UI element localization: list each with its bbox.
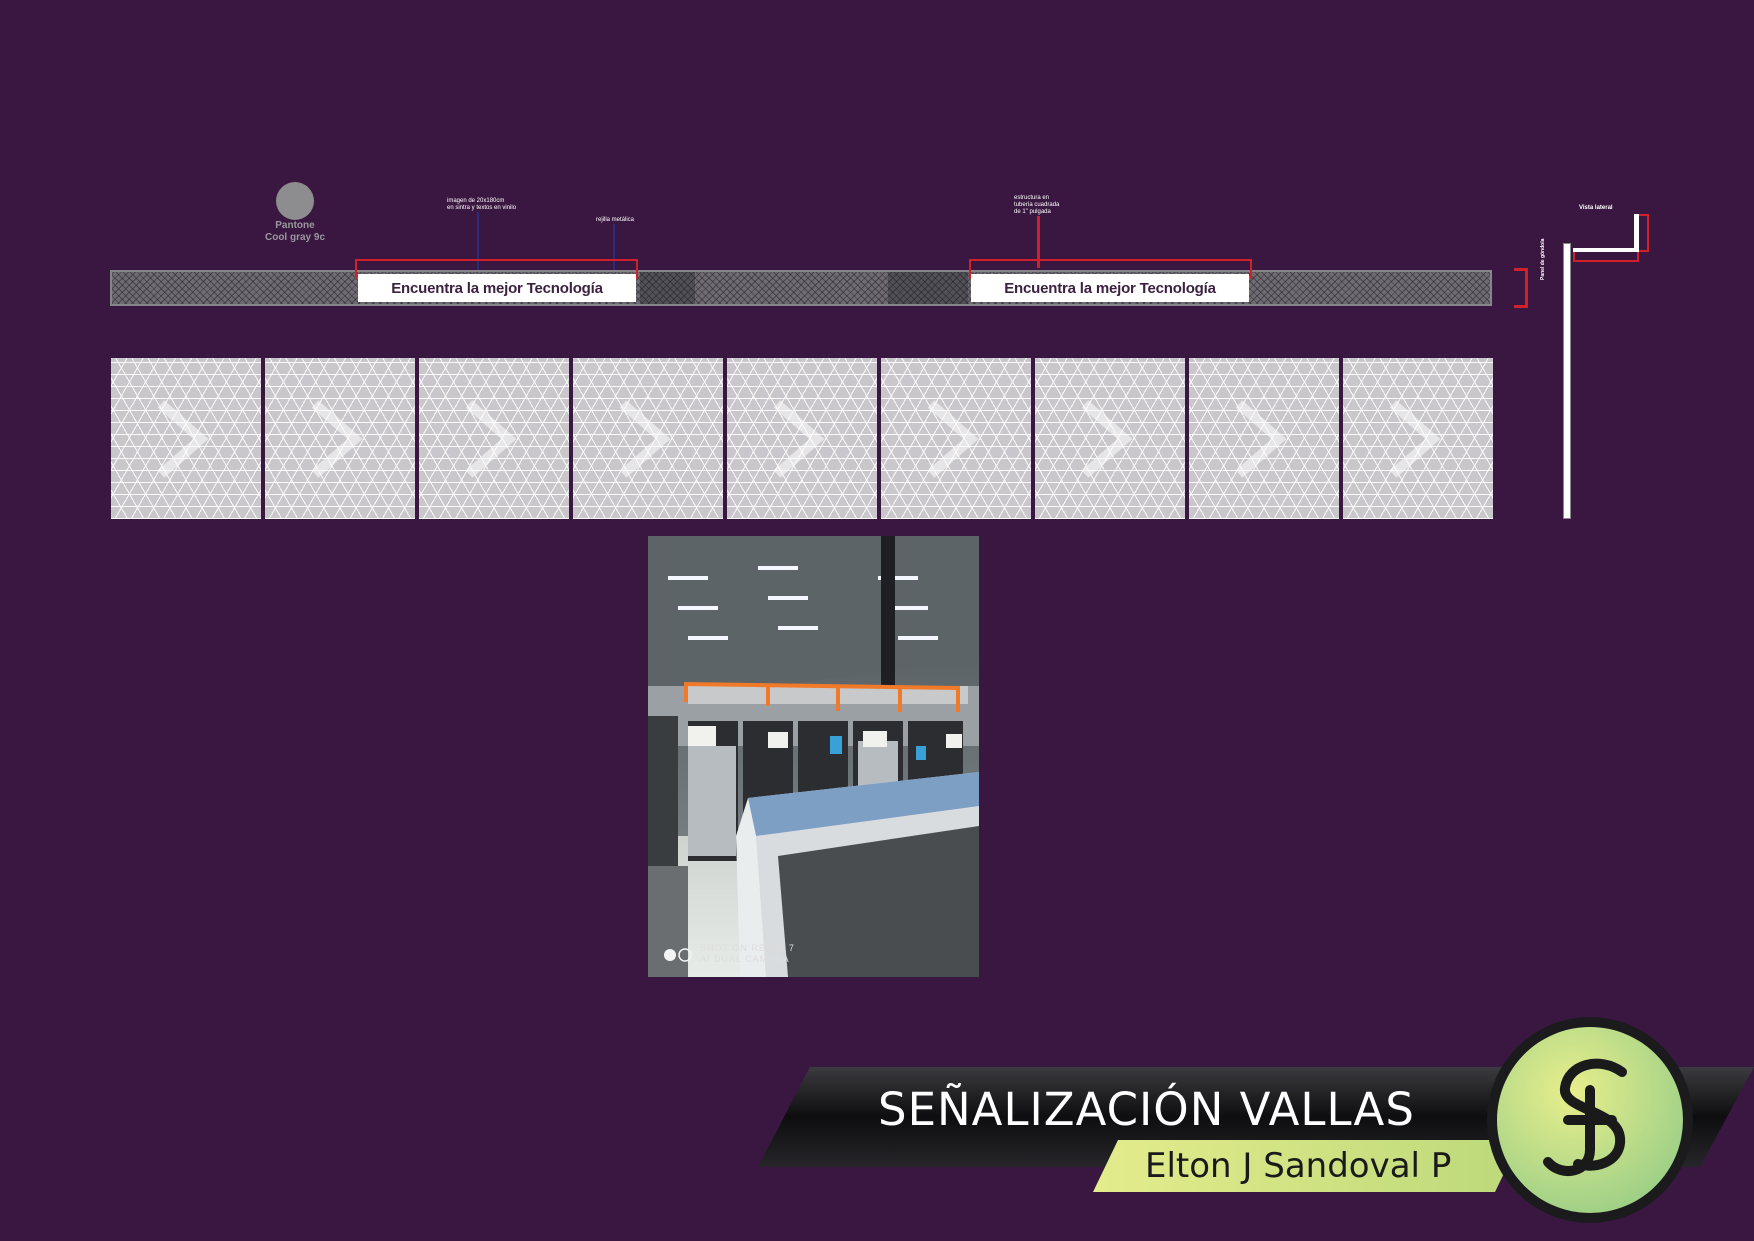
side-view-post — [1563, 243, 1571, 519]
chevron-pattern-icon — [311, 399, 363, 478]
dimension-box-left — [355, 259, 638, 279]
side-view-label: Vista lateral — [1579, 205, 1613, 211]
js-logo-icon — [1543, 1058, 1627, 1176]
grille-panels — [111, 358, 1493, 519]
fence-bar — [110, 270, 1492, 306]
side-view-dimension — [1573, 252, 1639, 262]
page-title: SEÑALIZACIÓN VALLAS — [878, 1083, 1415, 1136]
photo-watermark-line1: SHOT ON REDMI 7 — [700, 943, 795, 953]
fence-shadow-left — [640, 272, 695, 304]
leader-grille — [613, 224, 615, 288]
chevron-pattern-icon — [927, 399, 979, 478]
chevron-pattern-icon — [1081, 399, 1133, 478]
store-photo-illustration — [648, 536, 979, 977]
height-bracket — [1525, 268, 1528, 308]
grille-panel — [1035, 358, 1185, 519]
sign-left: Encuentra la mejor Tecnología — [358, 274, 636, 302]
grille-panel — [1343, 358, 1493, 519]
callout-structure-line3: de 1" pulgada — [1014, 209, 1051, 215]
grille-panel — [1189, 358, 1339, 519]
photo-watermark: SHOT ON REDMI 7 AI DUAL CAMERA — [700, 943, 795, 965]
grille-panel — [881, 358, 1031, 519]
height-bracket-top — [1514, 268, 1526, 271]
leader-image — [477, 212, 479, 278]
sign-right: Encuentra la mejor Tecnología — [971, 274, 1249, 302]
pantone-label: Pantone Cool gray 9c — [255, 220, 335, 244]
callout-image: imagen de 20x180cm en sintra y textos en… — [447, 198, 516, 212]
grille-panel — [419, 358, 569, 519]
side-view-arm — [1573, 248, 1639, 252]
pantone-label-line2: Cool gray 9c — [264, 232, 326, 243]
author-name: Elton J Sandoval P — [1145, 1146, 1452, 1186]
store-photo: SHOT ON REDMI 7 AI DUAL CAMERA — [648, 536, 979, 977]
callout-grille: rejilla metálica — [596, 217, 634, 224]
callout-image-line2: en sintra y textos en vinilo — [447, 205, 517, 211]
pantone-label-line1: Pantone — [275, 220, 315, 231]
height-bracket-bottom — [1514, 305, 1526, 308]
leader-structure — [1037, 216, 1040, 268]
callout-structure: estructura en tubería cuadrada de 1" pul… — [1014, 195, 1059, 216]
callout-structure-line1: estructura en — [1014, 195, 1050, 201]
callout-grille-text: rejilla metálica — [596, 217, 635, 223]
photo-watermark-line2: AI DUAL CAMERA — [700, 954, 790, 964]
camera-watermark-icon — [664, 949, 676, 961]
chevron-pattern-icon — [157, 399, 209, 478]
dimension-box-right — [969, 259, 1252, 279]
chevron-pattern-icon — [1235, 399, 1287, 478]
pantone-swatch — [276, 182, 314, 220]
grille-panel — [727, 358, 877, 519]
chevron-pattern-icon — [465, 399, 517, 478]
chevron-pattern-icon — [773, 399, 825, 478]
fence-shadow-right — [888, 272, 968, 304]
chevron-pattern-icon — [1389, 399, 1441, 478]
side-view-dimension-vertical — [1639, 214, 1649, 252]
side-view-upright — [1634, 214, 1639, 252]
grille-panel — [111, 358, 261, 519]
callout-image-line1: imagen de 20x180cm — [447, 198, 505, 204]
callout-structure-line2: tubería cuadrada — [1014, 202, 1060, 208]
chevron-pattern-icon — [619, 399, 671, 478]
grille-panel — [573, 358, 723, 519]
grille-panel — [265, 358, 415, 519]
